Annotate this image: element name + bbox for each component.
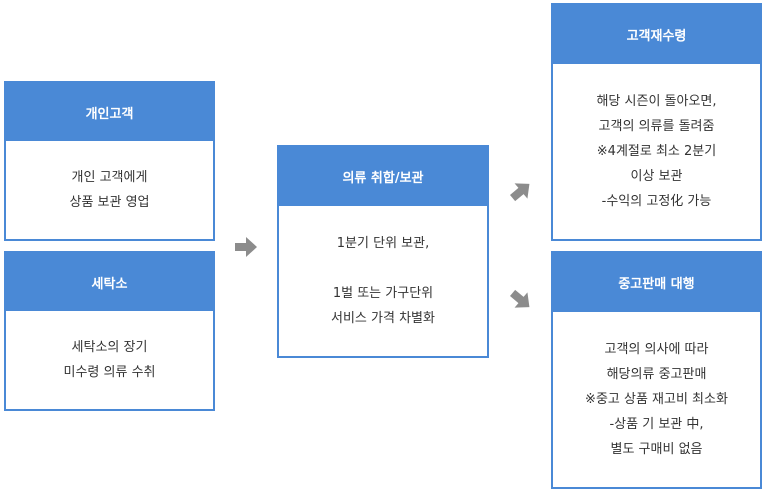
box-line: 1분기 단위 보관, xyxy=(336,236,430,251)
box-line: 별도 구매비 없음 xyxy=(610,442,703,457)
box-collect-storage-body: 1분기 단위 보관, 1벌 또는 가구단위 서비스 가격 차별화 xyxy=(279,206,487,356)
box-line: 미수령 의류 수취 xyxy=(63,365,156,380)
arrow-right-icon xyxy=(233,234,259,260)
box-resale-agency: 중고판매 대행 고객의 의사에 따라 해당의류 중고판매 ※중고 상품 재고비 … xyxy=(551,251,762,489)
box-collect-storage-title: 의류 취합/보관 xyxy=(279,147,487,206)
box-resale-agency-title: 중고판매 대행 xyxy=(553,253,760,312)
box-laundry-title: 세탁소 xyxy=(6,253,213,311)
box-line: 이상 보관 xyxy=(630,169,683,184)
box-line: ※중고 상품 재고비 최소화 xyxy=(585,392,728,407)
box-collect-storage: 의류 취합/보관 1분기 단위 보관, 1벌 또는 가구단위 서비스 가격 차별… xyxy=(277,145,489,358)
box-line: 고객의 의사에 따라 xyxy=(604,342,709,357)
box-laundry-body: 세탁소의 장기 미수령 의류 수취 xyxy=(6,311,213,409)
arrow-up-right-icon xyxy=(508,178,534,204)
box-personal-customer: 개인고객 개인 고객에게 상품 보관 영업 xyxy=(4,81,215,241)
box-customer-return-title: 고객재수령 xyxy=(553,5,760,64)
box-line: 상품 보관 영업 xyxy=(69,195,150,210)
box-line: 해당의류 중고판매 xyxy=(606,367,707,382)
arrow-down-right-icon xyxy=(508,287,534,313)
box-line: 1벌 또는 가구단위 xyxy=(332,286,434,301)
box-personal-customer-title: 개인고객 xyxy=(6,83,213,141)
box-line: 고객의 의류를 돌려줌 xyxy=(598,119,715,134)
box-customer-return-body: 해당 시즌이 돌아오면, 고객의 의류를 돌려줌 ※4계절로 최소 2분기 이상… xyxy=(553,64,760,239)
box-line: ※4계절로 최소 2분기 xyxy=(596,144,717,159)
box-customer-return: 고객재수령 해당 시즌이 돌아오면, 고객의 의류를 돌려줌 ※4계절로 최소 … xyxy=(551,3,762,241)
box-line: 개인 고객에게 xyxy=(71,170,148,185)
box-line: -수익의 고정化 가능 xyxy=(601,194,712,209)
box-line: -상품 기 보관 中, xyxy=(609,417,704,432)
box-resale-agency-body: 고객의 의사에 따라 해당의류 중고판매 ※중고 상품 재고비 최소화 -상품 … xyxy=(553,312,760,487)
box-line: 세탁소의 장기 xyxy=(71,340,148,355)
box-line: 해당 시즌이 돌아오면, xyxy=(596,94,717,109)
box-line: 서비스 가격 차별화 xyxy=(331,311,435,326)
box-personal-customer-body: 개인 고객에게 상품 보관 영업 xyxy=(6,141,213,239)
box-laundry: 세탁소 세탁소의 장기 미수령 의류 수취 xyxy=(4,251,215,411)
